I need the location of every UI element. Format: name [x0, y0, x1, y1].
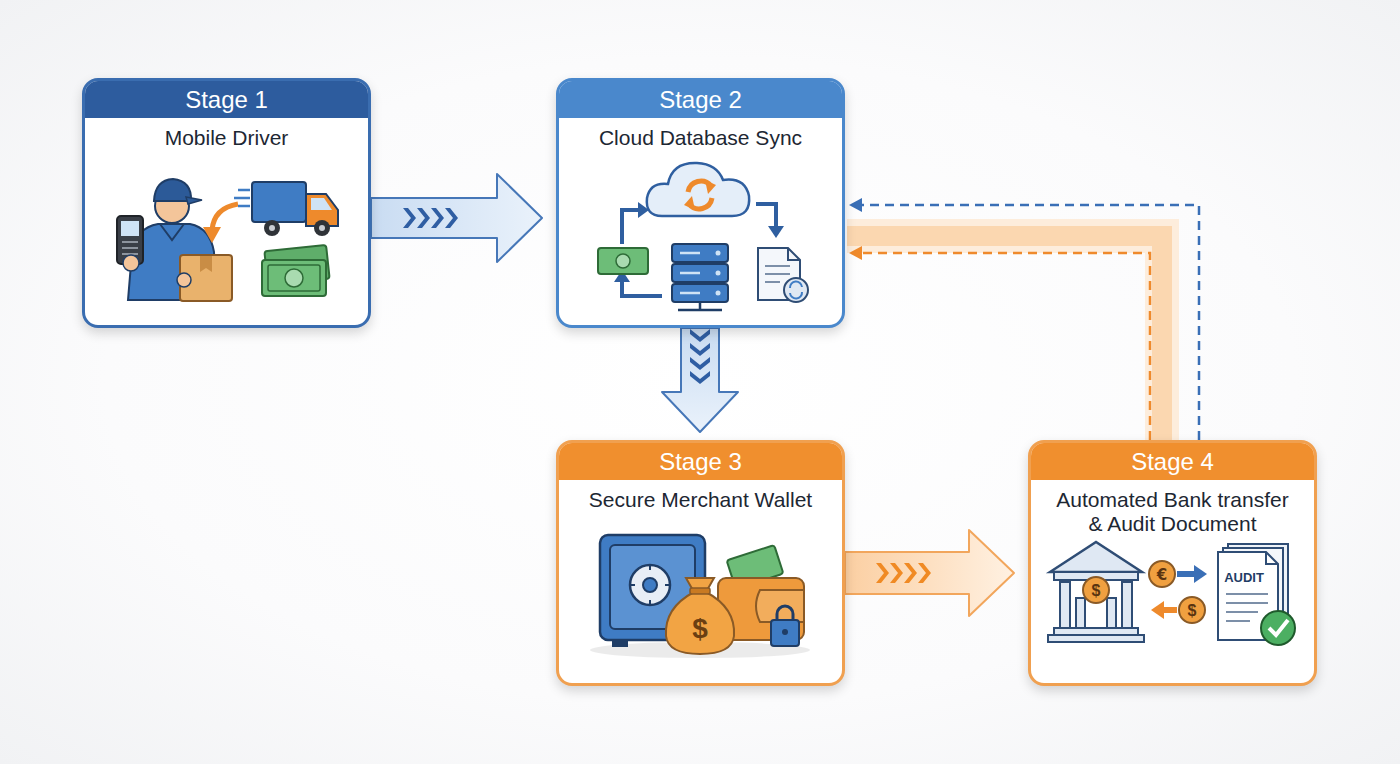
flow-arrow	[845, 530, 1014, 616]
flow-arrow-part	[690, 357, 710, 370]
flow-arrow	[371, 174, 542, 262]
flow-arrow-part	[662, 328, 738, 432]
stage-header: Stage 1	[85, 81, 368, 118]
stage-title: Cloud Database Sync	[578, 126, 823, 150]
flow-arrow-part	[690, 371, 710, 384]
flow-arrow-part	[918, 563, 931, 583]
flow-arrow-part	[371, 174, 542, 262]
flow-arrow-part	[876, 563, 889, 583]
flow-arrow-part	[445, 208, 458, 228]
feedback-connector-part	[849, 246, 862, 260]
feedback-connector-part	[847, 236, 1162, 440]
stage-header: Stage 3	[559, 443, 842, 480]
stage-box: Stage 1 Mobile Driver	[82, 78, 371, 328]
stage-box: Stage 2 Cloud Database Sync	[556, 78, 845, 328]
flow-arrow-part	[904, 563, 917, 583]
feedback-connector-part	[861, 253, 1150, 440]
flow-arrow-part	[690, 343, 710, 356]
flow-arrow-part	[417, 208, 430, 228]
flow-arrow-part	[890, 563, 903, 583]
flow-arrow-part	[690, 329, 710, 342]
stage-header: Stage 2	[559, 81, 842, 118]
feedback-connector	[847, 236, 1162, 440]
feedback-connector-part	[849, 198, 862, 212]
stage-title: Secure Merchant Wallet	[578, 488, 823, 512]
flow-arrow	[662, 328, 738, 432]
feedback-connector	[849, 198, 1199, 440]
stage-title: Mobile Driver	[104, 126, 349, 150]
stage-header: Stage 4	[1031, 443, 1314, 480]
feedback-connector-part	[861, 205, 1199, 440]
flow-arrow-part	[431, 208, 444, 228]
flow-arrow-part	[845, 530, 1014, 616]
stage-box: Stage 4 Automated Bank transfer & Audit D…	[1028, 440, 1317, 686]
feedback-connector-part	[847, 236, 1162, 440]
stage-box: Stage 3 Secure Merchant Wallet	[556, 440, 845, 686]
flow-arrow-part	[403, 208, 416, 228]
stage-title: Automated Bank transfer & Audit Document	[1050, 488, 1295, 536]
